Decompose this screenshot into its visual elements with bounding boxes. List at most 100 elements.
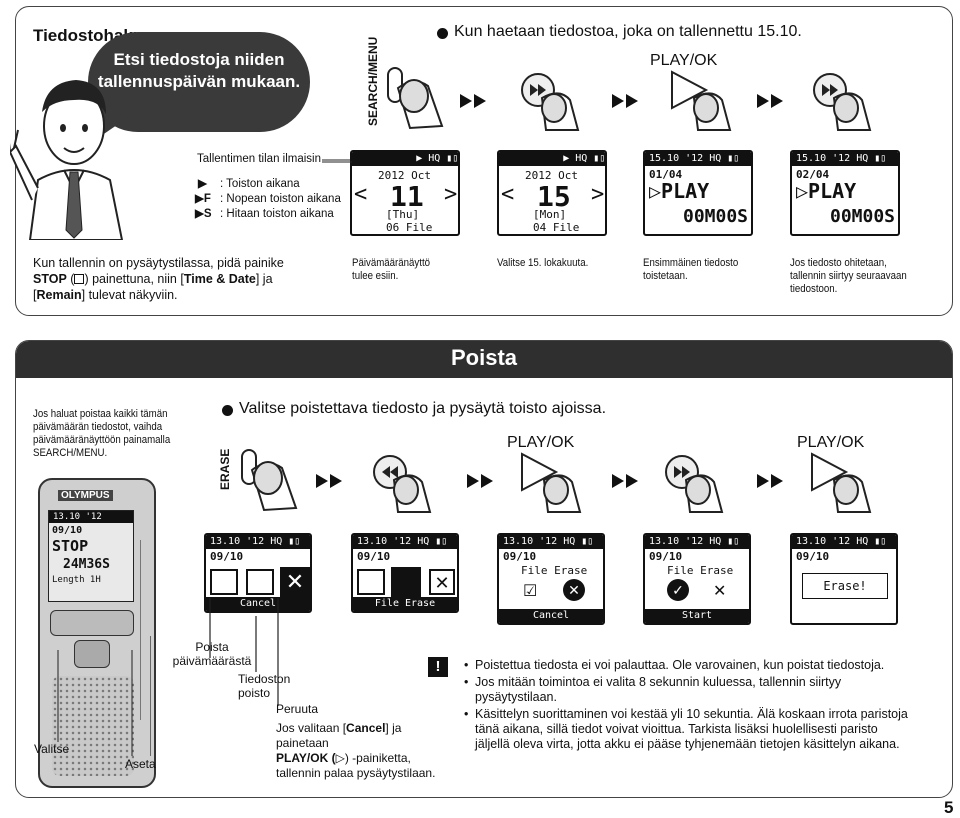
delete-file-option-icon[interactable] [246,569,274,595]
screen-weekday: [Thu] [386,208,420,221]
check-icon[interactable]: ☑ [523,583,538,600]
device-stop-button[interactable] [74,640,110,668]
cancel-x-icon[interactable]: ✕ [713,583,727,600]
press-forward-button-icon [521,73,580,131]
press-play-button-icon [671,70,732,131]
device-side-buttons [140,540,150,720]
callout-leader-lines [150,598,279,756]
note-1: Poistettua tiedosta ei voi palauttaa. Ol… [464,658,945,673]
chevron-right-icon: > [591,182,605,207]
delete-panel-header [16,341,952,378]
screen-mode-text: PLAY [661,179,710,203]
screen-day: 15 [537,180,571,213]
intro-line-1: Kun tallennin on pysäytystilassa, pidä p… [33,256,284,270]
play-triangle-icon: ▷ [335,751,345,765]
intro-line-2: STOP () painettuna, niin [Time & Date] j… [33,272,273,286]
screen-file-number: 01/04 [649,168,683,181]
erase-screen-5: 13.10 '12 HQ ▮▯ 09/10 Erase! [790,533,898,625]
intro-line-2-text: ) painettuna, niin [ [84,272,184,286]
screen-file-number: 09/10 [649,550,683,563]
cancel-circle-icon[interactable]: ✕ [563,579,585,601]
erase-screen-2: 13.10 '12 HQ ▮▯ 09/10 ✕ File Erase [351,533,459,613]
screen-date-bar: 13.10 '12 HQ ▮▯ [206,535,310,549]
step-caption-2: Valitse 15. lokakuuta. [497,257,589,269]
play-ok-label-1: PLAY/OK [507,434,575,451]
step-caption-1: Päivämääränäyttö tulee esiin. [352,257,431,282]
cancel-x-icon[interactable]: ✕ [280,567,310,597]
screen-date: 13.10 '12 [649,536,704,547]
delete-date-option-icon[interactable] [210,569,238,595]
callout-set: Aseta [125,757,156,771]
note-2: Jos mitään toimintoa ei valita 8 sekunni… [464,675,895,705]
press-play-button-icon-2 [811,452,872,513]
page-number: 5 [944,798,954,817]
screen-year-month: 2012 Oct [525,169,578,182]
speech-bubble-text: Etsi tiedostoja niiden tallennuspäivän m… [97,50,301,91]
intro-line-3-text: ] tulevat näkyviin. [81,288,178,302]
chevron-left-icon: < [501,182,515,207]
speech-bubble-tail [98,112,130,138]
press-play-button-icon [521,452,582,513]
search-instruction: Kun haetaan tiedostoa, joka on tallennet… [454,23,802,40]
screen-elapsed-time: 00M00S [830,206,896,227]
next-step-arrow-icon [467,474,495,488]
callout-select: Valitse [34,742,70,756]
callout-delete-file: Tiedoston poisto [238,672,291,700]
next-step-arrow-icon [316,474,344,488]
delete-all-hint: Jos haluat poistaa kaikki tämän päivämää… [33,408,171,459]
cancel-note-part-4: ) -painiketta, [344,751,411,765]
erase-screen-3: 13.10 '12 HQ ▮▯ 09/10 File Erase ☑ ✕ Can… [497,533,605,625]
device-top-buttons[interactable] [50,610,134,636]
screen-date: 13.10 '12 [357,536,412,547]
screen-bottom-label: Start [645,609,749,623]
device-speaker-grille [52,676,134,776]
screen-date-bar: 13.10 '12 HQ ▮▯ [353,535,457,549]
intro-line-2-end: ] ja [255,272,273,286]
chevron-right-icon: > [444,182,458,207]
delete-date-option-icon[interactable] [357,569,385,595]
legend-symbol-slow: ▶S [195,208,212,220]
callout-delete-date: Poista päivämäärästä [172,640,252,668]
cancel-x-icon[interactable]: ✕ [429,569,455,595]
legend-text-play: : Toiston aikana [220,178,300,190]
stop-button-label: STOP [33,272,67,286]
screen-date: 13.10 '12 [503,536,558,547]
screen-date: 13.10 '12 [796,536,851,547]
screen-mode: ▷PLAY [796,179,857,203]
callout-cancel-note: Jos valitaan [Cancel] ja painetaan PLAY/… [276,721,446,781]
status-indicator-leader [322,161,352,163]
screen-middle-label: File Erase [667,564,734,577]
device-length: Length 1H [52,575,101,585]
erase-screen-1: 13.10 '12 HQ ▮▯ 09/10 ✕ Cancel [204,533,312,613]
check-circle-icon[interactable]: ✓ [667,579,689,601]
screen-mode-text: PLAY [808,179,857,203]
step-caption-4: Jos tiedosto ohitetaan, tallennin siirty… [790,257,907,295]
date-screen-2: ▶ HQ ▮▯ 2012 Oct 15 [Mon] 04 File < > [497,150,607,236]
press-erase-button-icon [241,449,298,512]
screen-day: 11 [390,180,424,213]
screen-bottom-label: Cancel [206,597,310,611]
bullet-dot [437,28,448,39]
press-forward-button-icon-2 [813,73,872,131]
legend-text-fast: : Nopean toiston aikana [220,193,341,205]
callout-cancel: Peruuta [276,702,319,716]
warning-icon: ! [428,657,448,677]
screen-file-number: 09/10 [796,550,830,563]
cancel-note-part-1: Jos valitaan [ [276,721,347,735]
screen-date-bar: 13.10 '12 HQ ▮▯ [499,535,603,549]
screen-status-bar: ▶ HQ ▮▯ [352,152,458,166]
screen-bottom-label: Cancel [499,609,603,623]
screen-date: 15.10 '12 [796,153,851,164]
screen-file-number: 02/04 [796,168,830,181]
screen-date: 13.10 '12 [210,536,265,547]
remain-label: Remain [36,288,82,302]
intro-line-3: [Remain] tulevat näkyviin. [33,288,178,302]
play-ok-label: PLAY/OK [650,52,718,69]
delete-file-option-icon[interactable] [391,567,421,597]
screen-date-bar: 13.10 '12 HQ ▮▯ [645,535,749,549]
press-rewind-button-icon [373,455,432,513]
play-screen-2: 15.10 '12 HQ ▮▯ 02/04 ▷PLAY 00M00S [790,150,900,236]
intro-instruction: Kun tallennin on pysäytystilassa, pidä p… [33,255,333,303]
section-title-delete: Poista [450,345,518,370]
stop-square-icon [74,274,85,284]
